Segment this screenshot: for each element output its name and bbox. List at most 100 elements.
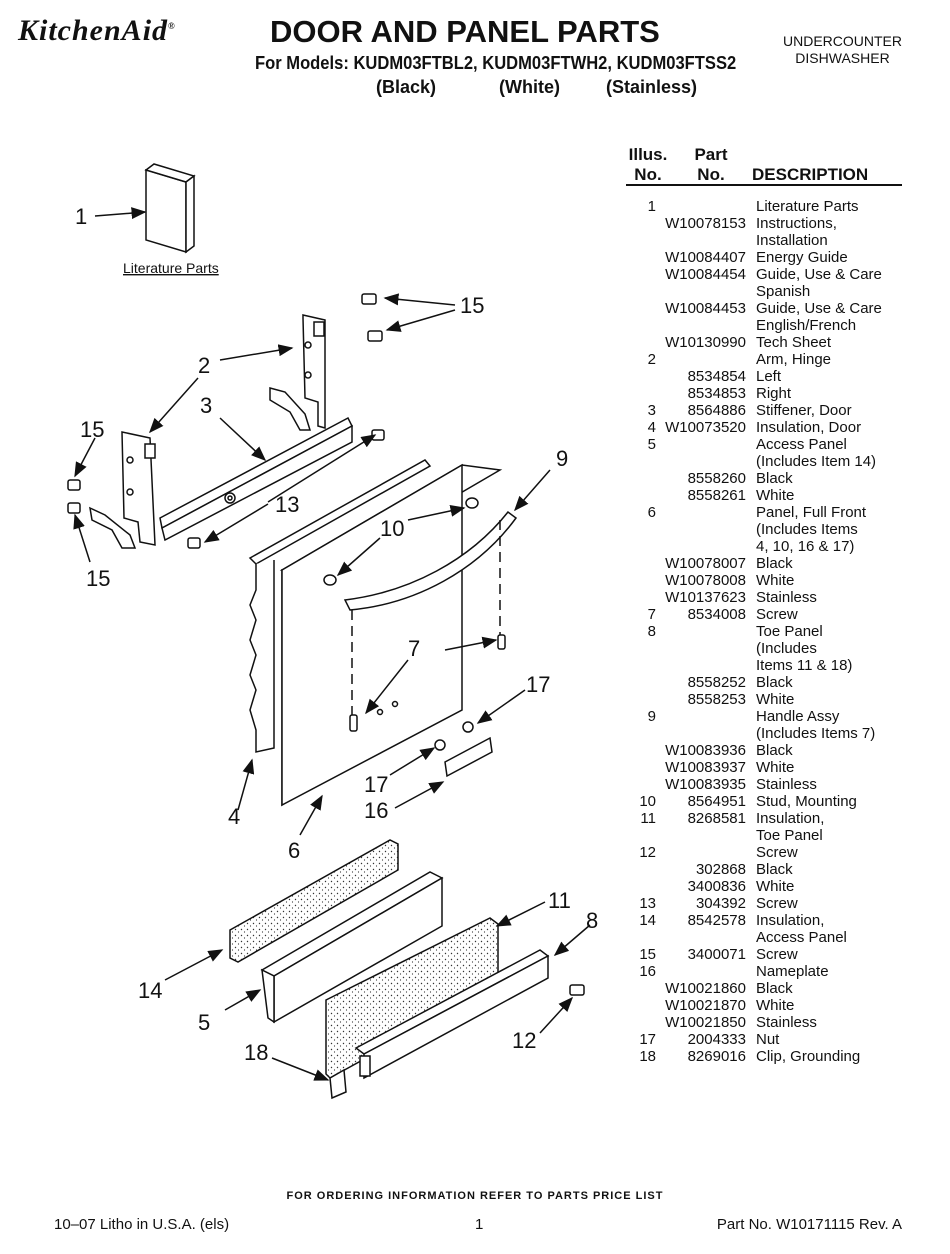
illus-number: 13	[639, 895, 656, 912]
parts-row: (Includes	[626, 640, 926, 657]
door-stiffener	[159, 416, 353, 542]
part-description: Clip, Grounding	[756, 1048, 861, 1065]
part-number: W10083937	[665, 759, 746, 776]
illus-number: 4	[647, 419, 656, 436]
parts-row: 17 2004333 Nut	[626, 1031, 926, 1048]
parts-row: Items 11 & 18)	[626, 657, 926, 674]
document-part-number: Part No. W10171115 Rev. A	[716, 1216, 902, 1233]
parts-row: 9 Handle Assy	[626, 708, 926, 725]
illus-number: 6	[647, 504, 656, 521]
parts-row: (Includes Items	[626, 521, 926, 538]
part-number: 8558253	[687, 691, 746, 708]
part-description: Screw	[756, 895, 798, 912]
part-description: Spanish	[756, 283, 811, 300]
part-description: Installation	[756, 232, 828, 249]
callout-label: 17	[526, 672, 550, 697]
illus-number: 5	[647, 436, 656, 453]
part-description: Black	[756, 980, 793, 997]
parts-row: Spanish	[626, 283, 926, 300]
callout-label: 13	[275, 492, 299, 517]
callout-label: 5	[198, 1010, 210, 1035]
grounding-clip	[329, 1068, 347, 1100]
callout-label: 10	[380, 516, 404, 541]
appliance-type-line1: UNDERCOUNTER	[783, 33, 902, 49]
illus-number: 10	[639, 793, 656, 810]
toe-panel-screw	[569, 984, 585, 996]
illus-number: 9	[647, 708, 656, 725]
part-description: White	[756, 878, 795, 895]
part-number: W10078153	[665, 215, 746, 232]
part-description: White	[756, 759, 795, 776]
illus-number: 17	[639, 1031, 656, 1048]
part-description: (Includes Items	[756, 521, 858, 538]
part-number: 8564951	[687, 793, 746, 810]
parts-row: Toe Panel	[626, 827, 926, 844]
door-insulation	[248, 459, 432, 753]
part-number: 8268581	[687, 810, 746, 827]
part-number: 8534008	[687, 606, 746, 623]
front-panel	[279, 463, 503, 807]
part-description: Stainless	[756, 1014, 817, 1031]
part-number: 8558261	[687, 487, 746, 504]
part-number: W10084407	[665, 249, 746, 266]
part-description: Handle Assy	[756, 708, 840, 725]
door-handle	[323, 497, 518, 611]
part-number: 8558252	[687, 674, 746, 691]
part-number: W10021860	[665, 980, 746, 997]
parts-row: W10083937 White	[626, 759, 926, 776]
part-description: White	[756, 997, 795, 1014]
part-number: 304392	[695, 895, 746, 912]
part-description: Arm, Hinge	[756, 351, 832, 368]
part-number: 2004333	[687, 1031, 746, 1048]
part-description: Nut	[756, 1031, 780, 1048]
col-header-illus-line1: Illus.	[628, 145, 668, 164]
callout-label: 16	[364, 798, 388, 823]
part-number: W10084454	[665, 266, 746, 283]
parts-row: 8558253 White	[626, 691, 926, 708]
appliance-type-line2: DISHWASHER	[795, 50, 890, 66]
callout-label: 4	[228, 804, 240, 829]
illus-number: 8	[647, 623, 656, 640]
callout-label: 2	[198, 353, 210, 378]
part-description: Guide, Use & Care	[756, 266, 882, 283]
part-number: W10083936	[665, 742, 746, 759]
callout-label: 15	[80, 417, 104, 442]
illus-number: 14	[639, 912, 656, 929]
illus-number: 16	[639, 963, 656, 980]
callout-label: 8	[586, 908, 598, 933]
part-description: 4, 10, 16 & 17)	[756, 538, 855, 555]
callout-label: 1	[75, 204, 87, 229]
ordering-note: FOR ORDERING INFORMATION REFER TO PARTS …	[286, 1190, 664, 1202]
nameplate	[434, 721, 493, 778]
illus-number: 3	[647, 402, 656, 419]
part-description: White	[756, 691, 795, 708]
callout-label: 18	[244, 1040, 268, 1065]
part-description: (Includes	[756, 640, 817, 657]
part-description: Screw	[756, 946, 798, 963]
part-description: Stainless	[756, 589, 817, 606]
part-number: 8542578	[687, 912, 746, 929]
page-title: DOOR AND PANEL PARTS	[270, 14, 660, 49]
brand-name: KitchenAid	[18, 14, 169, 47]
part-number: 302868	[695, 861, 746, 878]
col-header-part-line2: No.	[697, 165, 725, 184]
part-description: Screw	[756, 844, 798, 861]
part-description: Insulation,	[756, 912, 825, 929]
part-number: W10084453	[665, 300, 746, 317]
part-description: Energy Guide	[756, 249, 848, 266]
part-number: W10078008	[665, 572, 746, 589]
part-description: Access Panel	[756, 929, 847, 946]
part-number: W10083935	[665, 776, 746, 793]
part-description: Insulation,	[756, 810, 825, 827]
part-number: 8269016	[687, 1048, 746, 1065]
callout-label: 15	[460, 293, 484, 318]
